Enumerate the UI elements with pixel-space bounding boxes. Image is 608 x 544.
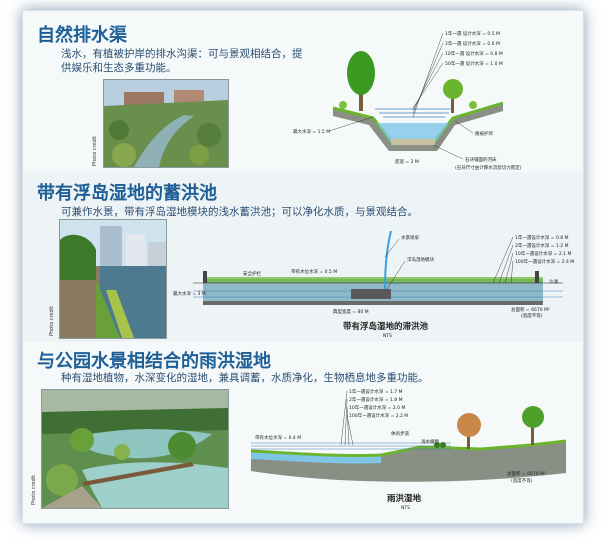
section-title: 自然排水渠	[37, 25, 127, 46]
label-riprap: 石块铺面的河床	[465, 156, 497, 163]
detention-pond-diagram: 水景喷泉 浮岛湿地模块 安全护栏 带有水位水深 = 0.5 M 最大水深 = 3…	[173, 230, 574, 339]
label-storm-3: 10年一遇设计水深 = 2.0 M	[349, 404, 405, 411]
diagram-caption: 带有浮岛湿地的滞洪池	[343, 321, 429, 332]
label-storm-3: 10年一遇设计水深 = 2.1 M	[515, 250, 571, 257]
label-area: 总面积 = 6670 M²	[511, 306, 550, 313]
section-description: 种有湿地植物，水深变化的湿地，兼具调蓄，水质净化，生物栖息地多重功能。	[61, 372, 429, 384]
photo-detention-pond	[59, 219, 167, 339]
label-storm-4: 100年一遇设计水深 = 2.4 M	[515, 258, 574, 265]
label-storm-2yr: 2年一遇 设计水深 = 0.6 M	[445, 40, 500, 47]
label-wetland-plants: 浅水植物	[421, 438, 439, 445]
label-floating-module: 浮岛湿地模块	[407, 256, 434, 263]
photo-credit: Photo credit	[31, 474, 37, 505]
label-max-depth: 最大水深 = 1.5 M	[293, 128, 330, 135]
label-storm-1: 1年一遇设计水深 = 1.7 M	[349, 388, 403, 395]
label-bottom-width: 底宽 = 2 M	[395, 158, 419, 165]
label-max-depth: 最大水深 = 3 M	[173, 290, 206, 297]
label-storm-1yr: 1年一遇 设计水深 = 0.5 M	[445, 30, 500, 37]
section-title: 带有浮岛湿地的蓄洪池	[37, 183, 217, 204]
label-area-note: (宽度不等)	[521, 312, 543, 319]
label-safety-rail: 安全护栏	[243, 270, 261, 277]
drainage-swale-diagram: 1年一遇 设计水深 = 0.5 M 2年一遇 设计水深 = 0.6 M 10年一…	[293, 30, 522, 171]
label-storm-4: 100年一遇设计水深 = 2.2 M	[349, 412, 408, 419]
tree-icon	[347, 51, 375, 95]
section-description: 可兼作水景，带有浮岛湿地模块的浅水蓄洪池；可以净化水质，与景观结合。	[61, 206, 418, 218]
label-storm-2: 2年一遇设计水深 = 1.8 M	[349, 396, 403, 403]
wetland-terrain	[251, 441, 566, 482]
stormwater-wetland-diagram: 1年一遇设计水深 = 1.7 M 2年一遇设计水深 = 1.8 M 10年一遇设…	[250, 388, 567, 511]
label-normal-depth: 带有水位水深 = 0.4 M	[255, 434, 301, 441]
photo-drainage-swale	[103, 79, 229, 168]
tree-icon	[522, 406, 544, 428]
tree-icon	[443, 79, 463, 99]
label-fountain: 水景喷泉	[401, 234, 419, 241]
label-area-note: (宽度不等)	[511, 477, 533, 484]
fountain-icon	[384, 230, 392, 290]
label-area: 总面积 = 6670 M²	[507, 470, 546, 477]
riprap-bed	[391, 139, 435, 145]
floating-wetland	[351, 289, 391, 299]
label-normal-depth: 带有水位水深 = 0.5 M	[291, 268, 337, 275]
diagram-caption: 雨洪湿地	[387, 493, 422, 504]
section-description: 浅水，有植被护岸的排水沟渠：可与景观相结合，提供娱乐和生态多重功能。	[61, 48, 303, 74]
photo-credit: Photo credit	[49, 305, 55, 336]
label-vegetated-bank: 植被护岸	[475, 130, 493, 137]
photo-credit: Photo credit	[92, 135, 98, 166]
wetland-vegetation	[250, 439, 567, 458]
label-storm-50yr: 50年一遇 设计水深 = 1.0 M	[445, 60, 503, 67]
photo-stormwater-wetland	[41, 389, 229, 509]
autumn-tree-icon	[457, 413, 481, 437]
infographic-card: 自然排水渠 浅水，有植被护岸的排水沟渠：可与景观相结合，提供娱乐和生态多重功能。…	[22, 10, 584, 524]
section-title: 与公园水景相结合的雨洪湿地	[37, 351, 271, 372]
channel-water	[377, 123, 449, 143]
label-riprap-note: (石块尺寸由计算水流剪切力而定)	[455, 164, 522, 171]
label-sand: 沙滩	[549, 278, 558, 285]
safety-rail-icon	[203, 271, 207, 283]
label-storm-10yr: 10年一遇 设计水深 = 0.8 M	[445, 50, 503, 57]
label-trail: 休闲步道	[391, 430, 409, 437]
diagram-caption-scale: NTS	[383, 333, 392, 339]
label-storm-1: 1年一遇设计水深 = 0.8 M	[515, 234, 569, 241]
label-storm-2: 2年一遇设计水深 = 1.2 M	[515, 242, 569, 249]
label-typical-width: 典型宽度 = 80 M	[333, 308, 369, 315]
diagram-caption-scale: NTS	[401, 505, 410, 511]
